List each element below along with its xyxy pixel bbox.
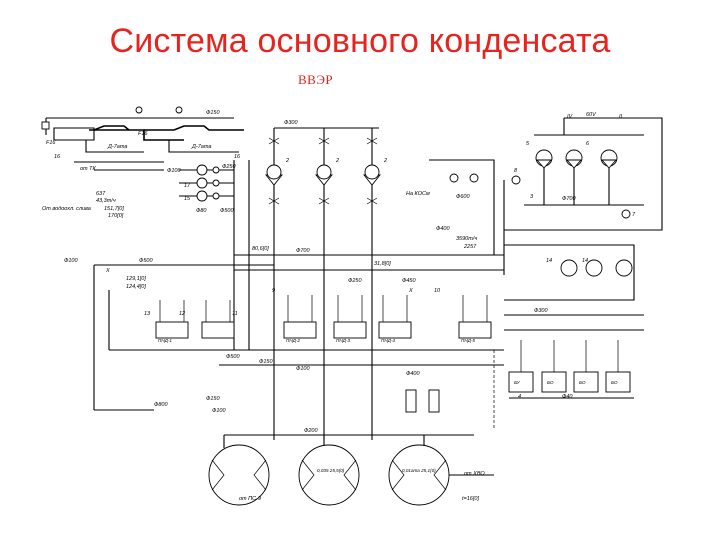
label-bu-1: БУ (514, 380, 521, 385)
condensate-system-schematic: F16 Д-7ата Д-7ата F16 Ф150 16 16 от ТК 6… (41, 106, 663, 506)
label-x2: X (408, 288, 413, 294)
label-bu-4: БО (611, 380, 618, 385)
right-coolers: 14 14 Ф300 БУ БО БО БО 4 Ф40 (504, 244, 644, 400)
label-pnd-3: ПНД-3 (336, 338, 350, 343)
label-bu-2: БО (547, 380, 554, 385)
label-15: 15 (184, 196, 191, 202)
label-60v: 60V (586, 112, 597, 118)
label-7: 7 (632, 212, 636, 218)
left-cooler-area: Ф500 X Ф800 129,1[0] 124,4[0] Ф100 13 12… (64, 258, 274, 411)
top-right-pumps: IV 60V II 5 6 3 Ф700 7 8 На КОСм Ф600 Ф4… (406, 112, 663, 275)
label-fw300-top: Ф300 (284, 120, 298, 126)
label-fw250-top: Ф250 (222, 164, 236, 170)
slide-title: Система основного конденсата (109, 22, 611, 60)
label-fw100-b: Ф100 (212, 408, 226, 414)
label-pnd-5: ПНД-5 (461, 338, 475, 343)
label-8: 8 (514, 168, 518, 174)
label-fw100-left: Ф100 (64, 258, 78, 264)
label-fw500-c: Ф500 (226, 354, 240, 360)
condensers: Ф200 0,035 25,5(0) 0,01ата 25,1(0) от ПС… (208, 288, 494, 506)
label-fw450: Ф450 (402, 278, 416, 284)
label-d7-left: Д-7ата (107, 144, 127, 150)
label-fw200: Ф200 (304, 428, 318, 434)
label-fw150-c: Ф150 (259, 359, 273, 365)
label-val-1517: 151,7[0] (104, 206, 124, 212)
condensate-pumps: Ф300 2 2 2 (265, 120, 387, 440)
deaerator-group: F16 Д-7ата Д-7ата F16 Ф150 16 16 от ТК 6… (41, 106, 244, 219)
label-pnd-2: ПНД-2 (286, 338, 300, 343)
label-bottom-note: t=16[0] (462, 496, 479, 502)
label-13: 13 (144, 311, 151, 317)
label-val-43: 43,3т/ч (96, 198, 116, 204)
label-5a: 5 (526, 141, 530, 147)
label-12: 12 (179, 311, 185, 317)
label-fw300-c: Ф300 (534, 308, 548, 314)
label-val-1291: 129,1[0] (126, 276, 146, 282)
label-16a: 16 (54, 154, 61, 160)
label-fw600-right: Ф600 (456, 194, 470, 200)
label-11: 11 (232, 311, 238, 317)
label-from-khv: от ХВО (464, 471, 485, 477)
label-to-kos: На КОСм (406, 191, 430, 197)
label-bu-3: БО (579, 380, 586, 385)
label-16b: 16 (234, 154, 241, 160)
label-val-637: 637 (96, 191, 106, 197)
label-14b: 14 (582, 258, 588, 264)
label-pump-1: 2 (285, 158, 289, 164)
label-fw500-mid: Ф500 (139, 258, 153, 264)
label-fw40: Ф40 (562, 394, 573, 400)
label-x1: X (105, 268, 110, 274)
label-f16-mid: F16 (138, 131, 148, 137)
label-pump-2: 2 (335, 158, 339, 164)
label-ii: II (619, 114, 623, 120)
label-fw250-mid: Ф250 (348, 278, 362, 284)
label-17: 17 (184, 183, 191, 189)
label-d7-right: Д-7ата (191, 144, 211, 150)
label-pnd-4: ПНД-4 (381, 338, 395, 343)
label-val-1244: 124,4[0] (126, 284, 146, 290)
label-fw150-b: Ф150 (206, 396, 220, 402)
label-fw150-top: Ф150 (206, 110, 220, 116)
label-fw800: Ф800 (154, 402, 168, 408)
label-condenser-mid: 0,035 25,5(0) (317, 468, 345, 473)
label-from-tk: от ТК (80, 166, 97, 172)
label-f16-left: F16 (46, 140, 56, 146)
label-flow-3590: 3590т/ч (456, 236, 477, 242)
lp-heaters-row: 80,6[0] Ф700 31,8[0] Ф250 Ф450 X ПНД-1 П… (134, 246, 504, 430)
label-iv: IV (567, 114, 574, 120)
label-4: 4 (518, 394, 521, 400)
label-val-170: 170[0] (108, 213, 124, 219)
label-10: 10 (434, 288, 441, 294)
label-val-318: 31,8[0] (374, 261, 391, 267)
label-from-ps9: от ПС-9 (239, 496, 261, 502)
label-fw500: Ф500 (220, 208, 234, 214)
label-val-806: 80,6[0] (252, 246, 269, 252)
label-fw100-c: Ф100 (296, 366, 310, 372)
label-from-drain: От водоохл. слива (42, 206, 91, 212)
label-pnd-1: ПНД-1 (158, 338, 172, 343)
label-fw400-right: Ф400 (436, 226, 450, 232)
label-9: 9 (272, 288, 275, 294)
label-condenser-right: 0,01ата 25,1(0) (402, 468, 436, 473)
label-fw80: Ф80 (196, 208, 207, 214)
slide-subtitle: ВВЭР (298, 72, 334, 87)
label-fw400-c: Ф400 (406, 371, 420, 377)
label-3: 3 (530, 194, 534, 200)
label-fw700: Ф700 (296, 248, 310, 254)
label-pump-3: 2 (383, 158, 387, 164)
label-fw700-b: Ф700 (562, 196, 576, 202)
label-14a: 14 (546, 258, 552, 264)
label-val-2257: 2257 (463, 244, 477, 250)
label-fw100a: Ф100 (167, 168, 181, 174)
label-6: 6 (586, 141, 590, 147)
